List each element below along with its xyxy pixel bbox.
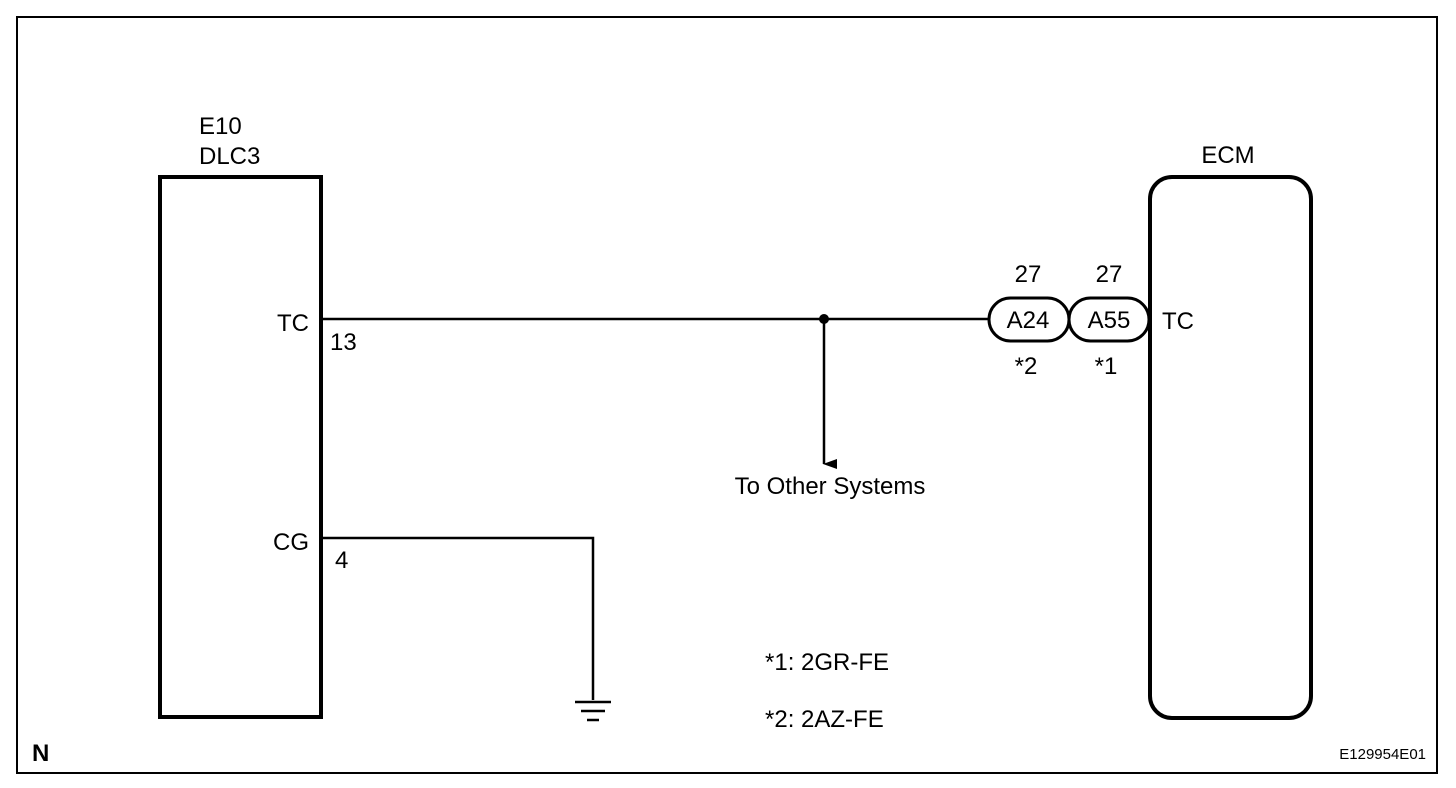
ecm-label: ECM — [1201, 142, 1254, 169]
connector-a55 — [1067, 296, 1151, 343]
branch-label: To Other Systems — [735, 473, 926, 500]
corner-letter: N — [32, 740, 49, 767]
dlc3-pin-tc-number: 13 — [330, 329, 357, 356]
dlc3-pin-cg-number: 4 — [335, 547, 348, 574]
figure-code: E129954E01 — [1339, 746, 1426, 763]
dlc3-box — [158, 175, 323, 719]
diagram-frame — [16, 16, 1438, 774]
connector-a55-id: A55 — [1088, 307, 1131, 334]
connector-a55-note: *1 — [1095, 353, 1118, 380]
ecm-box — [1148, 175, 1313, 720]
connector-a55-pin: 27 — [1096, 261, 1123, 288]
note-1: *1: 2GR-FE — [765, 649, 889, 676]
connector-a24-pin: 27 — [1015, 261, 1042, 288]
dlc3-connector-id: E10 — [199, 113, 242, 140]
note-2: *2: 2AZ-FE — [765, 706, 884, 733]
connector-a24-id: A24 — [1007, 307, 1050, 334]
dlc3-pin-cg-name: CG — [273, 529, 309, 556]
dlc3-label: DLC3 — [199, 143, 260, 170]
dlc3-pin-tc-name: TC — [277, 310, 309, 337]
ground-icon — [575, 700, 611, 722]
connector-a24-note: *2 — [1015, 353, 1038, 380]
ecm-pin-tc-name: TC — [1162, 308, 1194, 335]
cg-wire — [321, 536, 595, 700]
